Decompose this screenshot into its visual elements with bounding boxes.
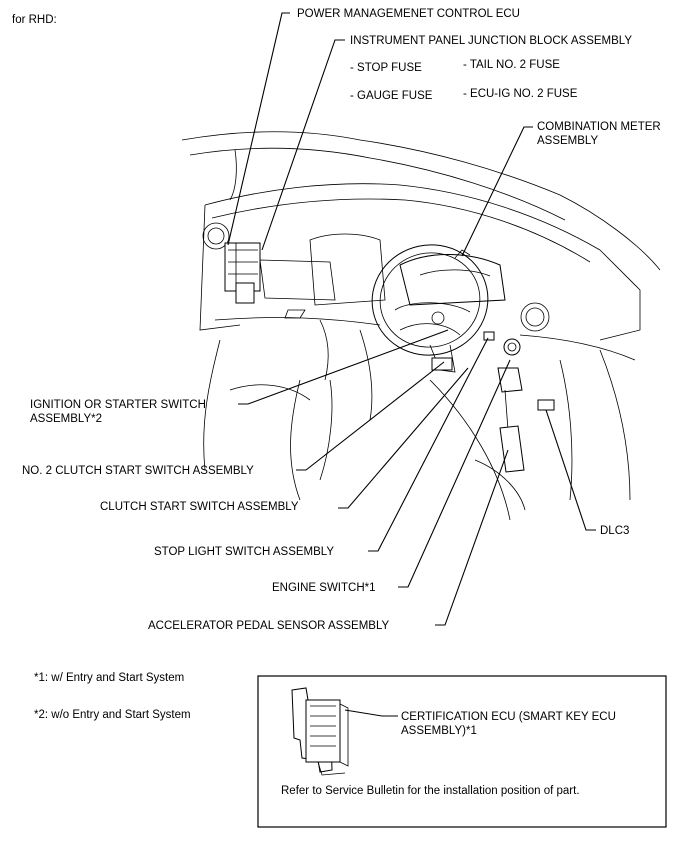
label-accelerator-pedal-sensor: ACCELERATOR PEDAL SENSOR ASSEMBLY [148, 620, 389, 632]
inset-note: Refer to Service Bulletin for the instal… [281, 785, 580, 797]
label-power-management-ecu: POWER MANAGEMENET CONTROL ECU [297, 8, 520, 20]
label-no2-clutch-start-switch: NO. 2 CLUTCH START SWITCH ASSEMBLY [22, 465, 254, 477]
inset-frame [257, 675, 667, 828]
label-stop-fuse: - STOP FUSE [350, 62, 422, 74]
label-stop-light-switch: STOP LIGHT SWITCH ASSEMBLY [154, 546, 334, 558]
dashboard-illustration [181, 131, 661, 521]
label-instrument-panel-junction-block: INSTRUMENT PANEL JUNCTION BLOCK ASSEMBLY [350, 35, 632, 47]
label-tail-no2-fuse: - TAIL NO. 2 FUSE [463, 59, 560, 71]
label-certification-ecu-line2: ASSEMBLY)*1 [401, 725, 477, 737]
label-ignition-switch-line2: ASSEMBLY*2 [30, 413, 102, 425]
footnote-1: *1: w/ Entry and Start System [34, 672, 184, 684]
label-certification-ecu-line1: CERTIFICATION ECU (SMART KEY ECU [401, 711, 616, 723]
label-gauge-fuse: - GAUGE FUSE [350, 90, 433, 102]
label-combination-meter-line1: COMBINATION METER [537, 121, 661, 133]
footnote-2: *2: w/o Entry and Start System [34, 709, 191, 721]
inset-leader [344, 709, 398, 717]
label-engine-switch: ENGINE SWITCH*1 [272, 582, 376, 594]
label-dlc3: DLC3 [600, 525, 629, 537]
certification-ecu-inset: CERTIFICATION ECU (SMART KEY ECU ASSEMBL… [257, 675, 667, 828]
label-combination-meter-line2: ASSEMBLY [537, 135, 598, 147]
label-ignition-switch-line1: IGNITION OR STARTER SWITCH [30, 399, 206, 411]
leader-lines [227, 12, 596, 626]
label-clutch-start-switch: CLUTCH START SWITCH ASSEMBLY [100, 501, 299, 513]
variant-label: for RHD: [12, 14, 57, 26]
certification-ecu-illustration [291, 687, 349, 776]
label-ecu-ig-no2-fuse: - ECU-IG NO. 2 FUSE [463, 88, 578, 100]
